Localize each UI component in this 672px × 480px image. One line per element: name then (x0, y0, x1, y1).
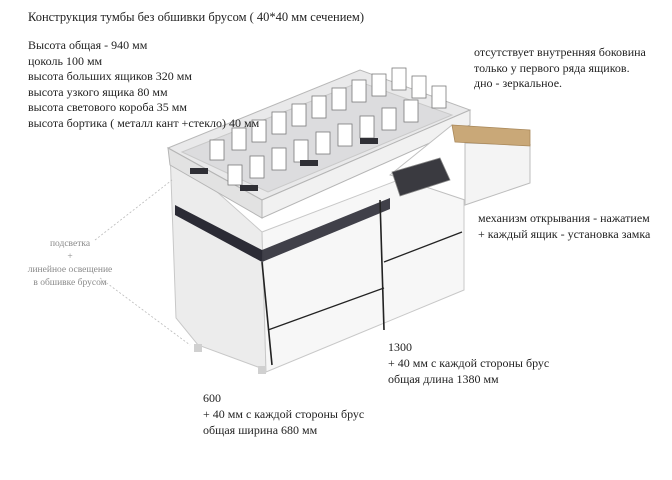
note-mechanism: механизм открывания - нажатием + каждый … (478, 210, 650, 242)
drawer-line-h2 (383, 231, 463, 263)
spec-total-height: Высота общая - 940 мм (28, 38, 148, 52)
display-stands (209, 67, 447, 186)
note-line: только у первого ряда ящиков. (474, 60, 630, 75)
foot-front (258, 366, 266, 374)
dimension-line: + 40 мм с каждой стороны брус (203, 407, 365, 421)
dimension-width: 600 + 40 мм с каждой стороны брус общая … (203, 390, 364, 438)
leader-line-top (94, 179, 173, 241)
lighting-line: линейное освещение (27, 265, 113, 275)
drawer-line-h1 (267, 287, 385, 331)
note-inner-side: отсутствует внутренняя боковина только у… (474, 45, 646, 92)
page-title: Конструкция тумбы без обшивки брусом ( 4… (28, 10, 364, 24)
dimension-line: 600 (203, 391, 221, 405)
spec-narrow-drawer: высота узкого ящика 80 мм (28, 84, 168, 99)
foot-left (194, 344, 202, 352)
open-drawer-tray (391, 157, 451, 197)
open-drawer-wood-base (451, 124, 531, 147)
mechanism-line: механизм открывания - нажатием (478, 211, 650, 225)
dimension-line: общая длина 1380 мм (388, 372, 499, 386)
mechanism-line: + каждый ящик - установка замка (478, 227, 651, 241)
dimension-line: общая ширина 680 мм (203, 423, 318, 437)
spec-rim: высота бортика ( металл кант +стекло) 40… (28, 115, 260, 130)
light-box-stripe-front (262, 198, 390, 262)
lighting-line: подсветка (49, 239, 91, 249)
lighting-line: в обшивке брусом (33, 278, 107, 288)
light-box-stripe (175, 205, 262, 262)
cabinet-left-side (169, 148, 267, 371)
specs-list: Высота общая - 940 мм цоколь 100 мм высо… (28, 38, 259, 131)
dimension-line: 1300 (388, 340, 412, 354)
open-drawer-front (464, 142, 531, 206)
spec-plinth: цоколь 100 мм (28, 53, 103, 68)
lighting-line: + (67, 252, 73, 262)
note-line: отсутствует внутренняя боковина (474, 45, 646, 59)
note-line: дно - зеркальное. (474, 76, 563, 90)
spec-large-drawers: высота больших ящиков 320 мм (28, 69, 192, 83)
spec-light-box: высота светового короба 35 мм (28, 100, 187, 114)
dimension-length: 1300 + 40 мм с каждой стороны брус общая… (388, 339, 549, 387)
display-stand-bases (190, 138, 378, 191)
drawer-line-vertical (379, 199, 385, 331)
leader-line-bottom (99, 277, 191, 346)
dimension-line: + 40 мм с каждой стороны брус (388, 356, 550, 370)
drawer-line-left (261, 261, 273, 366)
note-lighting: подсветка + линейное освещение в обшивке… (10, 238, 130, 290)
